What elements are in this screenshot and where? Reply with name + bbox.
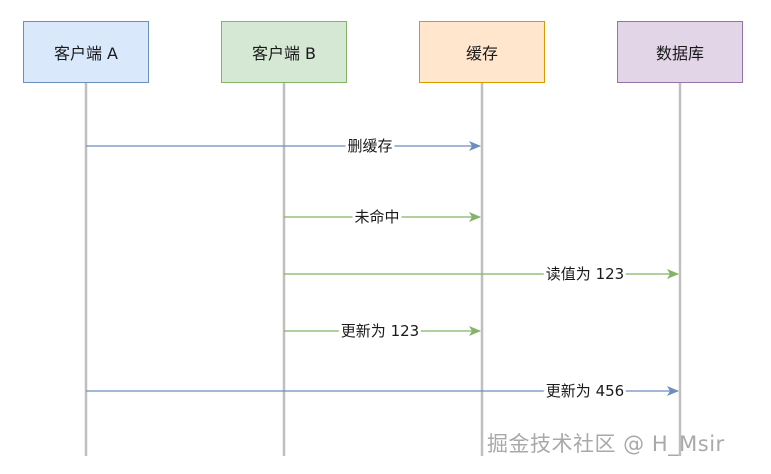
message-label-cache-miss: 未命中 [352, 208, 402, 226]
actor-client-b-label: 客户端 B [251, 44, 317, 63]
actor-cache: 缓存 [419, 21, 545, 83]
actor-database-label: 数据库 [655, 44, 704, 63]
actor-client-b: 客户端 B [221, 21, 347, 83]
message-label-read-value: 读值为 123 [543, 265, 627, 283]
actor-client-a: 客户端 A [23, 21, 149, 83]
message-label-update-cache: 更新为 123 [338, 322, 422, 340]
actor-client-a-label: 客户端 A [53, 44, 119, 63]
actor-cache-label: 缓存 [465, 44, 498, 63]
actor-database: 数据库 [617, 21, 743, 83]
message-label-update-database: 更新为 456 [543, 382, 627, 400]
watermark: 掘金技术社区 @ H_Msir [487, 432, 725, 456]
message-label-delete-cache: 删缓存 [345, 137, 395, 155]
